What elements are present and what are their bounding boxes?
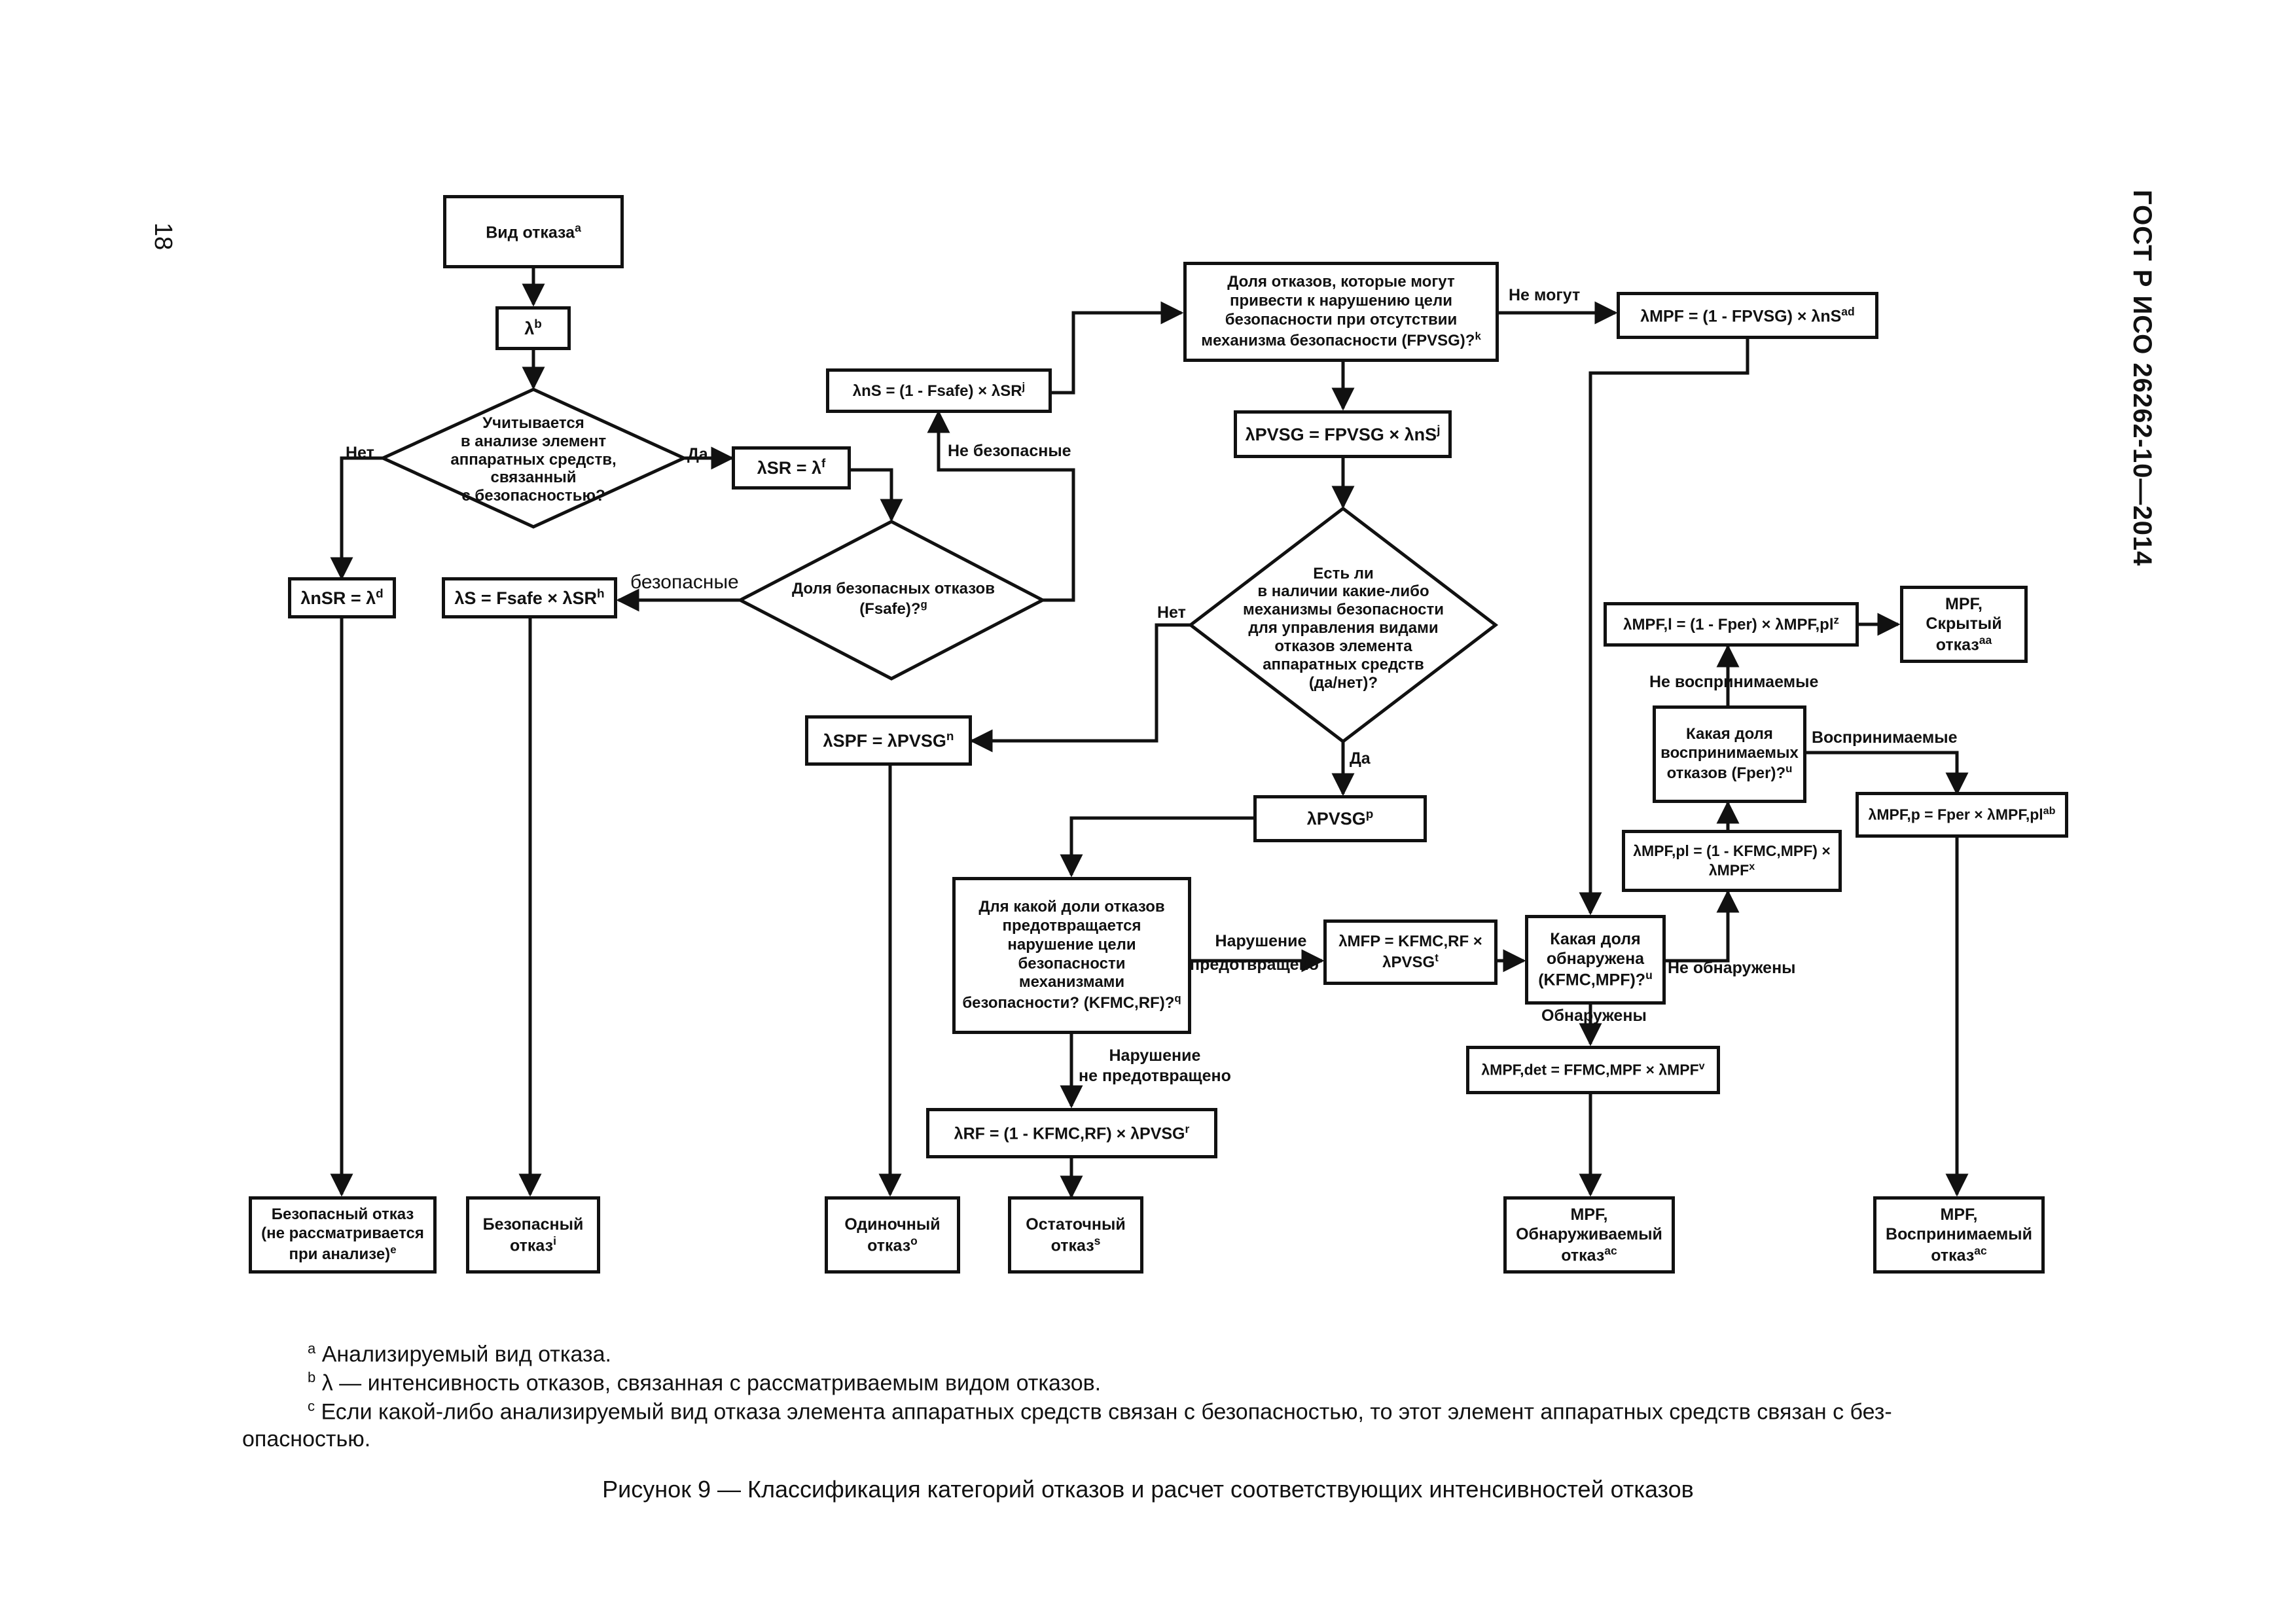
figure-caption: Рисунок 9 — Классификация категорий отка… [602,1476,1694,1503]
output-single: Одиночный отказo [825,1196,960,1274]
edge-label-perceived: Воспринимаемые [1812,728,1958,747]
diamond-safe-fraction [736,520,1047,681]
node-lambda-mpf: λMPF = (1 - FPVSG) × λnSad [1617,292,1878,339]
edge-label-violation-not-prevented: Нарушение не предотвращено [1079,1046,1231,1086]
edge-label-detected: Обнаружены [1541,1007,1647,1025]
footnote-c-continued: опасностью. [242,1427,371,1452]
edge-label-yes: Да [687,445,708,463]
node-lambda-mpf-pl: λMPF,pl = (1 - KFMC,MPF) × λMPFx [1622,830,1842,892]
edge-label-not-safe: Не безопасные [948,442,1071,460]
edge-label-yes-2: Да [1350,749,1371,768]
edge-label-violation-prevented: Нарушение предотвращено [1190,932,1319,974]
footnote-c: c Если какой-либо анализируемый вид отка… [308,1398,1892,1425]
node-prevent-fraction: Для какой доли отказов предотвращается н… [952,877,1191,1034]
node-lambda-nsr: λnSR = λd [288,577,396,618]
node-lambda-mpf-det: λMPF,det = FFMC,MPF × λMPFv [1466,1046,1720,1094]
edge-label-no: Нет [346,444,374,462]
node-lambda-rf: λRF = (1 - KFMC,RF) × λPVSGr [926,1108,1217,1158]
decision-mechanisms-text: Есть ли в наличии какие-либо механизмы б… [1242,564,1444,692]
edge-label-not-detected: Не обнаружены [1668,959,1796,977]
diamond-safety-related [378,387,689,529]
edge-label-no-2: Нет [1157,603,1186,622]
edge-label-not-perceived: Не воспринимаемые [1649,673,1819,691]
output-mpf-latent: MPF, Скрытый отказaa [1900,586,2028,663]
node-lambda-mpf-p: λMPF,p = Fper × λMPF,plab [1856,792,2068,838]
decision-safe-fraction-text: Доля безопасных отказов (Fsafe)?g [792,579,995,618]
node-detect-fraction: Какая доля обнаружена (KFMC,MPF)?u [1525,915,1666,1005]
output-safe-not-considered: Безопасный отказ (не рассматривается при… [249,1196,437,1274]
node-lambda-spf: λSPF = λPVSGn [805,715,972,766]
node-lambda-ns: λnS = (1 - Fsafe) × λSRj [826,368,1052,413]
node-lambda-pvsg: λPVSG = FPVSG × λnSj [1234,410,1452,458]
edge-label-safe: безопасные [630,571,739,593]
output-residual: Остаточный отказs [1008,1196,1143,1274]
node-perceived-fraction: Какая доля воспринимаемых отказов (Fper)… [1653,705,1806,803]
node-lambda-pvsg-2: λPVSGp [1253,795,1427,842]
node-lambda-sr: λSR = λf [732,446,851,490]
output-mpf-perceived: MPF, Воспринимаемый отказac [1873,1196,2045,1274]
output-mpf-detected: MPF, Обнаруживаемый отказac [1503,1196,1675,1274]
node-failure-mode: Вид отказаa [443,195,624,268]
node-lambda-mpf-l: λMPF,l = (1 - Fper) × λMPF,plz [1604,602,1859,647]
output-safe: Безопасный отказi [466,1196,600,1274]
node-lambda-s: λS = Fsafe × λSRh [442,577,617,618]
node-lambda: λb [495,306,571,350]
node-lambda-mfp: λMFP = KFMC,RF × λPVSGt [1323,919,1498,985]
decision-safety-related-text: Учитывается в анализе элемент аппаратных… [450,414,617,505]
footnote-b: b λ — интенсивность отказов, связанная с… [308,1369,1102,1396]
footnote-a: a Анализируемый вид отказа. [308,1340,611,1367]
edge-label-cannot: Не могут [1509,286,1581,304]
node-violate-fraction: Доля отказов, которые могут привести к н… [1183,262,1499,362]
